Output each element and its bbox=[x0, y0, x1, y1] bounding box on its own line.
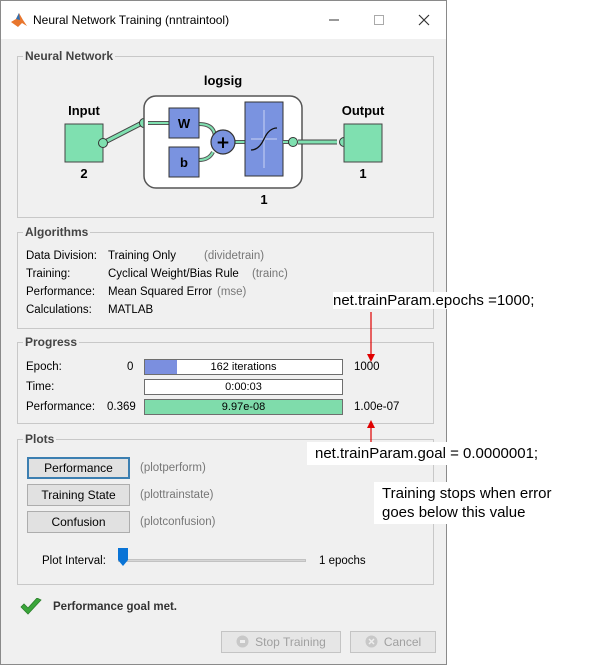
stop-icon bbox=[236, 635, 249, 648]
input-size: 2 bbox=[80, 166, 87, 181]
performance-progress-bar: 9.97e-08 bbox=[144, 399, 343, 415]
annotation-goal-arrow bbox=[367, 420, 375, 444]
annotation-note-line1: Training stops when error bbox=[382, 485, 552, 502]
window-title: Neural Network Training (nntraintool) bbox=[33, 13, 230, 27]
plot-interval-value: 1 epochs bbox=[319, 555, 366, 567]
plot-performance-button[interactable]: Performance bbox=[27, 457, 130, 479]
close-button[interactable] bbox=[401, 1, 446, 39]
plot-confusion-button[interactable]: Confusion bbox=[27, 511, 130, 533]
algorithms-title: Algorithms bbox=[23, 225, 91, 239]
input-label: Input bbox=[68, 103, 100, 118]
annotation-note-line2: goes below this value bbox=[382, 504, 526, 521]
cancel-button[interactable]: Cancel bbox=[350, 631, 436, 653]
weight-block bbox=[168, 107, 200, 139]
maximize-button[interactable] bbox=[356, 1, 401, 39]
bias-label: b bbox=[180, 155, 188, 170]
neural-network-title: Neural Network bbox=[23, 49, 116, 63]
algo-fn-division: (dividetrain) bbox=[204, 250, 265, 262]
algo-fn-performance: (mse) bbox=[217, 286, 247, 298]
slider-thumb-icon bbox=[118, 548, 128, 566]
epoch-progress-text: 162 iterations bbox=[210, 361, 277, 373]
cancel-icon bbox=[365, 635, 378, 648]
annotation-epochs-arrow bbox=[367, 312, 375, 362]
epoch-progress-fill bbox=[145, 360, 177, 374]
plus-symbol: + bbox=[216, 133, 230, 153]
minimize-icon bbox=[328, 19, 339, 21]
input-node bbox=[98, 138, 108, 148]
plot-training-state-button[interactable]: Training State bbox=[27, 484, 130, 506]
annotation-epochs: net.trainParam.epochs =1000; bbox=[333, 292, 535, 309]
checkmark-icon bbox=[20, 598, 42, 615]
layer-output-node bbox=[288, 137, 298, 147]
output-size: 1 bbox=[359, 166, 366, 181]
plot-performance-fn: (plotperform) bbox=[140, 462, 206, 474]
epoch-progress-bar: 162 iterations bbox=[144, 359, 343, 375]
performance-progress-fill bbox=[145, 400, 342, 414]
performance-progress-text: 9.97e-08 bbox=[221, 401, 266, 413]
progress-title: Progress bbox=[23, 335, 80, 349]
epoch-label: Epoch: bbox=[26, 361, 62, 373]
time-bar: 0:00:03 bbox=[144, 379, 343, 395]
bias-block bbox=[168, 146, 200, 178]
cancel-label: Cancel bbox=[383, 635, 422, 649]
status-text: Performance goal met. bbox=[53, 601, 177, 613]
matlab-icon bbox=[11, 13, 27, 27]
maximize-icon bbox=[373, 15, 384, 25]
stop-training-label: Stop Training bbox=[255, 635, 326, 649]
weight-label: W bbox=[178, 116, 191, 131]
performance-label: Performance: bbox=[26, 401, 96, 413]
algo-value-calculations: MATLAB bbox=[108, 304, 154, 316]
plots-title: Plots bbox=[23, 432, 57, 446]
input-block bbox=[64, 123, 104, 163]
layer-size: 1 bbox=[260, 192, 267, 207]
annotation-note: Training stops when error goes below this… bbox=[374, 482, 560, 524]
network-diagram: Input 2 logsig 1 Output 1 W b + bbox=[64, 73, 385, 207]
sigmoid-icon bbox=[250, 127, 278, 151]
algo-value-division: Training Only bbox=[108, 250, 176, 262]
stop-training-button[interactable]: Stop Training bbox=[221, 631, 341, 653]
layer-label: logsig bbox=[204, 73, 242, 88]
algo-label-calculations: Calculations: bbox=[26, 304, 92, 316]
epoch-start: 0 bbox=[127, 361, 134, 373]
algo-label-division: Data Division: bbox=[26, 250, 97, 262]
time-text: 0:00:03 bbox=[225, 381, 262, 393]
plot-interval-thumb[interactable] bbox=[118, 548, 128, 566]
algo-value-performance: Mean Squared Error bbox=[108, 286, 213, 298]
nntraintool-window: Neural Network Training (nntraintool) Ne… bbox=[0, 0, 447, 665]
close-icon bbox=[418, 14, 429, 26]
plot-training-state-fn: (plottrainstate) bbox=[140, 489, 214, 501]
algo-fn-training: (trainc) bbox=[252, 268, 288, 280]
time-label: Time: bbox=[26, 381, 55, 393]
plot-interval-label: Plot Interval: bbox=[42, 555, 106, 567]
title-bar: Neural Network Training (nntraintool) bbox=[1, 1, 446, 39]
plot-interval-track[interactable] bbox=[118, 559, 306, 562]
sum-node bbox=[210, 129, 236, 155]
epoch-end: 1000 bbox=[354, 361, 380, 373]
neural-network-panel: Neural Network bbox=[17, 49, 434, 218]
minimize-button[interactable] bbox=[311, 1, 356, 39]
progress-panel: Progress bbox=[17, 335, 434, 424]
algo-label-performance: Performance: bbox=[26, 286, 96, 298]
output-label: Output bbox=[342, 103, 385, 118]
algorithms-panel: Algorithms bbox=[17, 225, 434, 329]
performance-start: 0.369 bbox=[107, 401, 136, 413]
algo-value-training: Cyclical Weight/Bias Rule bbox=[108, 268, 239, 280]
plot-confusion-fn: (plotconfusion) bbox=[140, 516, 216, 528]
output-block bbox=[343, 123, 383, 163]
annotation-goal: net.trainParam.goal = 0.0000001; bbox=[307, 442, 547, 465]
performance-goal: 1.00e-07 bbox=[354, 401, 400, 413]
algo-label-training: Training: bbox=[26, 268, 71, 280]
